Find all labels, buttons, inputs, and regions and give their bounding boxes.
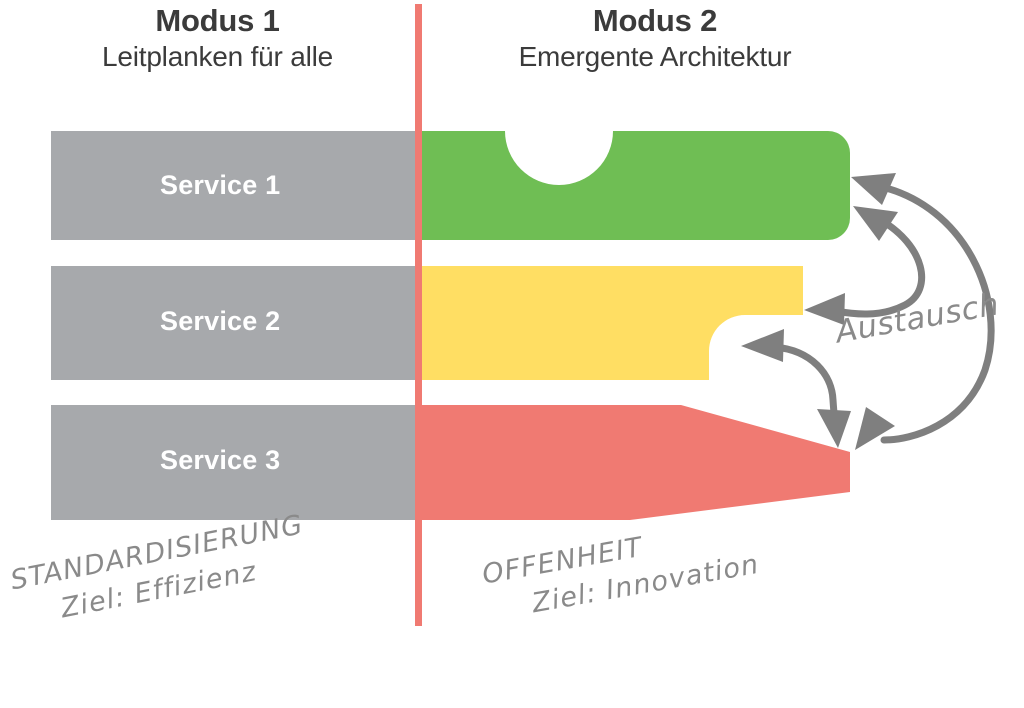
arrowhead-green-lower [853, 206, 898, 241]
service-bar-right-3 [418, 405, 850, 520]
service-bar-right-2 [418, 266, 803, 380]
exchange-arc-outer [874, 182, 995, 444]
service-bar-left-2 [51, 266, 419, 380]
service-label-3: Service 3 [160, 445, 281, 475]
service-bar-right-1 [418, 131, 850, 240]
arrowhead-red-diagonal [855, 407, 895, 450]
arrowhead-red-down [817, 409, 851, 448]
column-header-modus-1: Modus 1 Leitplanken für alle [45, 2, 390, 74]
service-label-1: Service 1 [160, 170, 281, 200]
exchange-arc-inner [832, 215, 926, 318]
service-label-2: Service 2 [160, 306, 281, 336]
arrowhead-green-upper [851, 173, 896, 205]
arrowhead-yellow-upper [804, 293, 845, 325]
service-bar-left-3 [51, 405, 419, 520]
service-bar-left-1 [51, 131, 419, 240]
modus-2-title: Modus 2 [592, 3, 718, 38]
column-header-modus-2: Modus 2 Emergente Architektur [440, 2, 870, 74]
modus-1-title: Modus 1 [155, 3, 280, 38]
modus-1-subtitle: Leitplanken für alle [101, 40, 334, 72]
mode-divider-line [415, 4, 422, 626]
exchange-arrowheads [741, 173, 898, 450]
modus-2-subtitle: Emergente Architektur [518, 40, 792, 72]
arrowhead-yellow-lower [741, 329, 784, 362]
